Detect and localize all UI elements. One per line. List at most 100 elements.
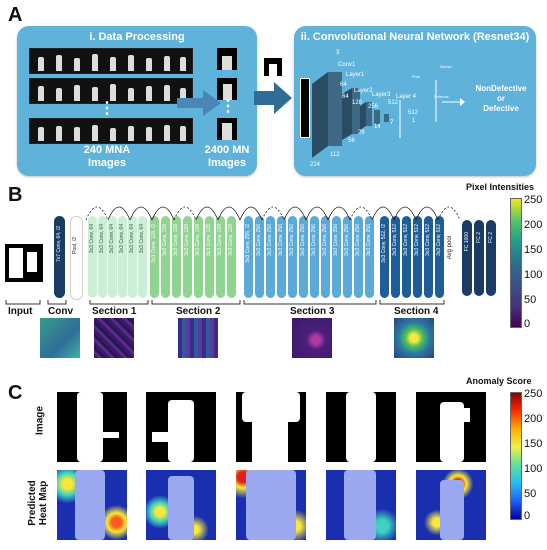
- conv-block-s3-2: 3x3 Conv, 256: [255, 216, 264, 298]
- anomaly-tick-0: 0: [524, 510, 531, 522]
- feature-map-conv: [40, 318, 80, 358]
- conv-block-s2-4: 3x3 Conv, 128: [183, 216, 192, 298]
- panel-letter-c: C: [8, 382, 23, 404]
- arrow-right-icon: [177, 90, 221, 116]
- anomaly-colorbar: [510, 392, 522, 520]
- conv-block-s3-5: 3x3 Conv, 256: [288, 216, 297, 298]
- skip-arc: [195, 206, 219, 221]
- conv-block-s3-3: 3x3 Conv, 256: [266, 216, 275, 298]
- mna-caption: 240 MNA Images: [83, 144, 131, 169]
- input-image: [5, 244, 43, 282]
- skip-connections: [85, 206, 460, 221]
- conv-block-s4-6: 3x3 Conv, 512: [435, 216, 444, 298]
- pixel-scale-title: Pixel Intensities: [466, 182, 535, 192]
- heatmap-4: [326, 470, 396, 540]
- dim-3: 3: [336, 50, 340, 56]
- sample-image-4: [326, 392, 396, 462]
- sample-image-5: [416, 392, 486, 462]
- layer-3: Layer3: [372, 92, 391, 98]
- skip-arc: [305, 206, 329, 221]
- dim-14: 14: [374, 124, 381, 130]
- conv-block-s4-2: 3x3 Conv, 512: [391, 216, 400, 298]
- pool-block: Pool, /2: [70, 216, 83, 300]
- dim-128: 128: [352, 100, 363, 106]
- resnet-blocks: [312, 72, 401, 158]
- dim-224: 224: [310, 162, 321, 168]
- conv-block-s2-8: 3x3 Conv, 128: [227, 216, 236, 298]
- skip-arc: [173, 206, 197, 221]
- skip-arc: [129, 206, 153, 221]
- skip-arc: [437, 206, 460, 221]
- conv-block-s1-1: 3x3 Conv, 64: [88, 216, 97, 298]
- sample-image-3: [236, 392, 306, 462]
- conv-block-s1-6: 3x3 Conv, 64: [138, 216, 147, 298]
- dim-64b: 64: [342, 94, 349, 100]
- conv-block-s3-7: 3x3 Conv, 256: [310, 216, 319, 298]
- layer-4: Layer 4: [396, 94, 417, 100]
- input-label: Input: [8, 306, 33, 317]
- conv-block-s1-5: 3x3 Conv, 64: [128, 216, 137, 298]
- dim-64a: 64: [340, 82, 347, 88]
- fc-block-2: FC 2: [474, 220, 484, 296]
- conv-block-s3-12: 3x3 Conv, 256: [365, 216, 374, 298]
- conv-block-s1-3: 3x3 Conv, 64: [108, 216, 117, 298]
- layer-2: Layer2: [354, 88, 373, 94]
- pool-label: Pool: [412, 74, 421, 79]
- conv-block-s3-10: 3x3 Conv, 256: [343, 216, 352, 298]
- feature-map-section1: [94, 318, 134, 358]
- conv-block-s3-9: 3x3 Conv, 256: [332, 216, 341, 298]
- anomaly-tick-250: 250: [524, 388, 543, 400]
- pixel-tick-50: 50: [524, 294, 537, 306]
- dim-7: 7: [390, 120, 394, 126]
- skip-arc: [393, 206, 417, 221]
- cnn-box: ii. Convolutional Neural Network (Resnet…: [294, 26, 536, 176]
- dim-112: 112: [330, 152, 340, 158]
- conv-block-s3-1: 3x3 Conv, 256, /2: [244, 216, 253, 298]
- heatmap-5: [416, 470, 486, 540]
- section-1-label: Section 1: [92, 306, 137, 317]
- pixel-tick-150: 150: [524, 244, 543, 256]
- section-3-label: Section 3: [290, 306, 335, 317]
- skip-arc: [371, 206, 395, 221]
- conv-block-s4-3: 3x3 Conv, 512: [402, 216, 411, 298]
- ellipsis-left: ⋮: [99, 100, 115, 117]
- anomaly-tick-100: 100: [524, 463, 543, 475]
- mn-sample-tile: [264, 58, 282, 76]
- pixel-tick-250: 250: [524, 194, 543, 206]
- section-4-label: Section 4: [394, 306, 439, 317]
- softmax-label: Softmax: [434, 94, 449, 99]
- layer-1: Layer1: [346, 72, 365, 78]
- pixel-tick-100: 100: [524, 269, 543, 281]
- skip-arc: [239, 206, 263, 221]
- conv-block-s3-6: 3x3 Conv, 256: [299, 216, 308, 298]
- mna-strip-1: [29, 48, 193, 74]
- conv-block-s1-4: 3x3 Conv, 64: [118, 216, 127, 298]
- heatmap-2: [146, 470, 216, 540]
- mn-tile-3: [217, 118, 237, 140]
- conv-block-s4-4: 3x3 Conv, 512: [413, 216, 422, 298]
- skip-arc: [151, 206, 175, 221]
- anomaly-tick-50: 50: [524, 488, 537, 500]
- skip-arc: [261, 206, 285, 221]
- conv-block-s2-3: 3x3 Conv, 128: [172, 216, 181, 298]
- section-2-label: Section 2: [176, 306, 221, 317]
- dim-256: 256: [368, 104, 379, 110]
- skip-arc: [85, 206, 109, 221]
- panel-letter-b: B: [8, 184, 23, 206]
- conv-block-s2-6: 3x3 Conv, 128: [205, 216, 214, 298]
- skip-arc: [217, 206, 241, 221]
- mna-strip-2: [29, 78, 193, 104]
- mna-strip-3: [29, 118, 193, 144]
- cnn-output: NonDefective or Defective: [475, 84, 527, 113]
- row-label-image: Image: [34, 406, 46, 435]
- skip-arc: [107, 206, 131, 221]
- data-processing-title: i. Data Processing: [89, 31, 185, 43]
- conv-block-s3-11: 3x3 Conv, 256: [354, 216, 363, 298]
- conv-block-s4-1: 3x3 Conv, 512, /2: [380, 216, 389, 298]
- mn-tile-1: [217, 48, 237, 70]
- dense-arrow-icon: [435, 80, 465, 122]
- pixel-tick-0: 0: [524, 318, 531, 330]
- dim-28: 28: [358, 130, 365, 136]
- mn-caption: 2400 MN Images: [204, 144, 250, 169]
- dense-label: Dense: [440, 64, 452, 69]
